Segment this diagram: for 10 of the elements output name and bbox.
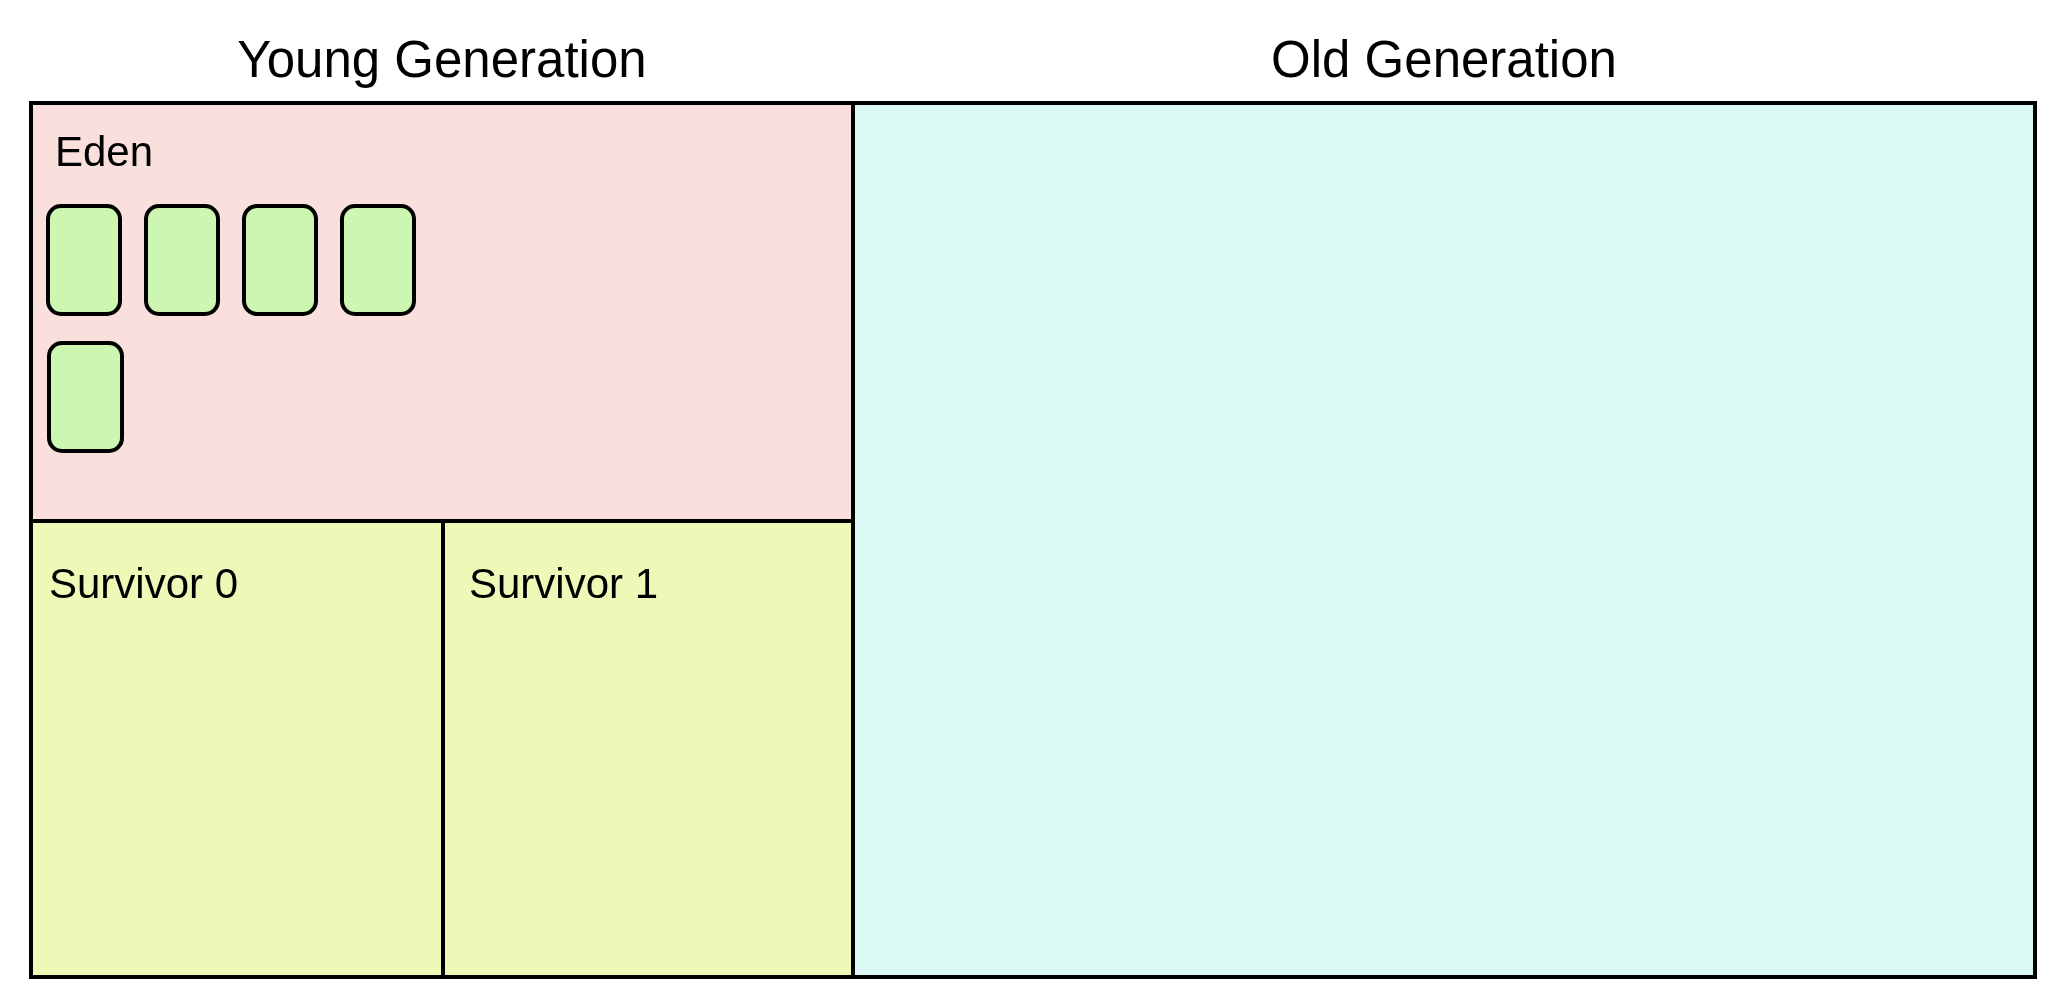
object-block [144,204,220,316]
region-title: Old Generation [1271,30,1617,90]
object-block [340,204,416,316]
region-label: Survivor 0 [49,559,239,609]
object-block [242,204,318,316]
object-block [46,204,122,316]
region-label: Eden [55,127,154,177]
region-label: Survivor 1 [469,559,659,609]
region-title: Young Generation [237,30,647,90]
object-block [47,341,124,453]
